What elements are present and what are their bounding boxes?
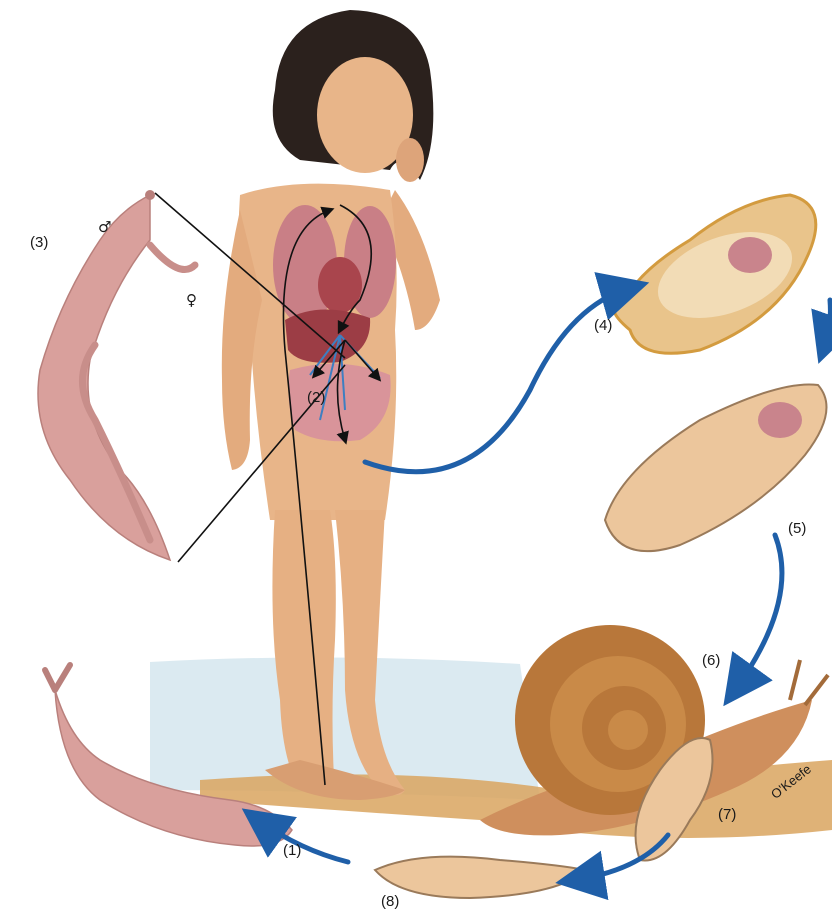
arrow-to-snail <box>735 535 782 690</box>
arrow-to-miracidium <box>825 300 830 345</box>
daughter-sporocyst <box>375 857 585 898</box>
label-3: (3) <box>30 234 48 251</box>
label-5: (5) <box>788 520 806 537</box>
male-symbol: ♂ <box>98 218 111 236</box>
label-7: (7) <box>718 806 736 823</box>
egg <box>614 195 816 353</box>
label-8: (8) <box>381 893 399 910</box>
female-symbol: ♀ <box>186 291 197 309</box>
label-4: (4) <box>594 317 612 334</box>
label-1: (1) <box>283 842 301 859</box>
adult-worm-pair <box>38 190 195 560</box>
label-2: (2) <box>307 389 325 406</box>
arrow-to-egg <box>365 288 630 472</box>
female-worm <box>150 245 195 270</box>
label-6: (6) <box>702 652 720 669</box>
